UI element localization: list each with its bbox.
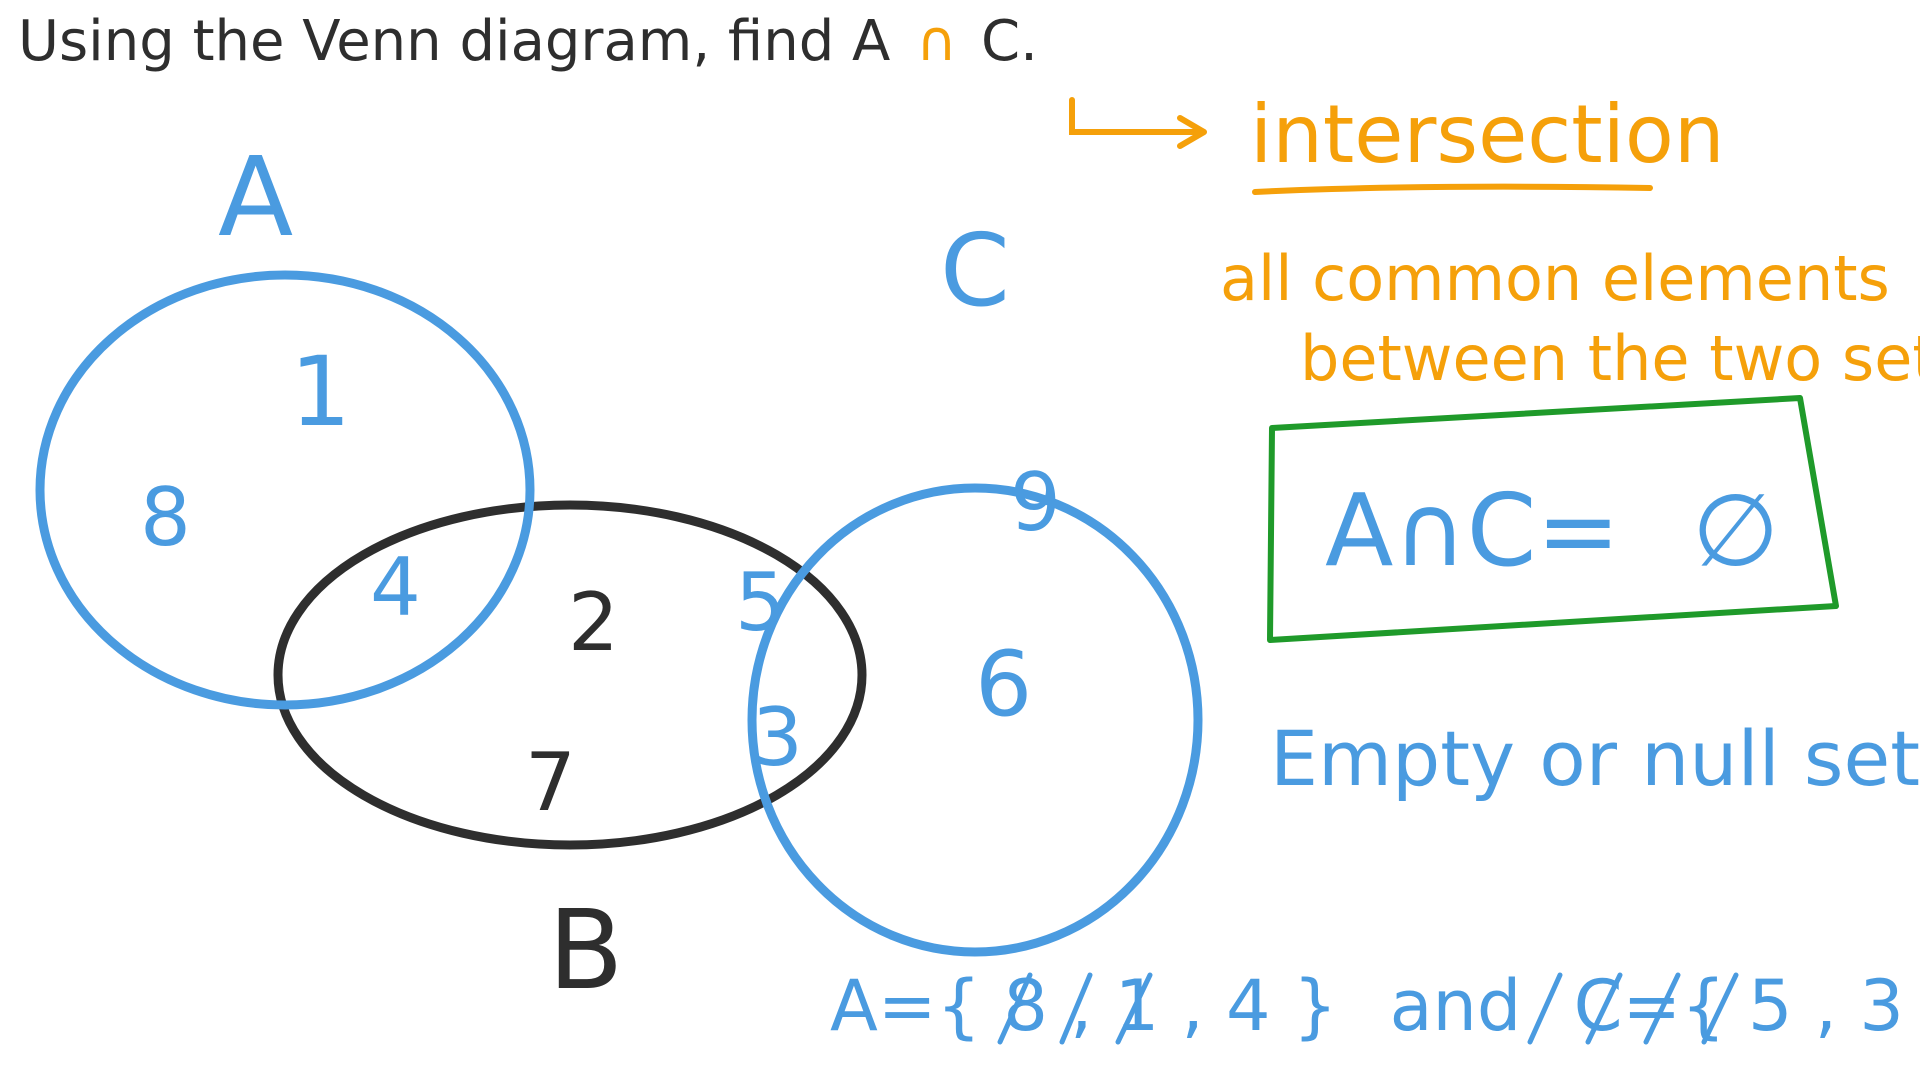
arrow-head <box>1177 115 1207 149</box>
set-b-ellipse <box>273 500 867 850</box>
strike-a-8 <box>997 972 1033 1045</box>
set-a-suffix: } <box>1293 965 1338 1047</box>
element-7: 7 <box>525 736 576 829</box>
answer-left: A∩C= <box>1325 472 1620 589</box>
answer-box <box>1267 395 1839 643</box>
label-set-b: B <box>548 886 623 1014</box>
element-4: 4 <box>370 541 421 634</box>
question-title: Using the Venn diagram, find A ∩ C. <box>18 9 1038 74</box>
label-set-a: A <box>218 133 293 261</box>
comma: , <box>1182 965 1204 1047</box>
intersection-symbol: ∩ <box>916 9 957 74</box>
set-c-element-5: 5 <box>1748 965 1793 1047</box>
intersection-term: intersection <box>1250 88 1725 181</box>
set-a-prefix: A={ <box>830 965 981 1047</box>
intersection-underline <box>1252 183 1653 195</box>
element-2: 2 <box>568 576 619 669</box>
definition-line-2: between the two sets. <box>1300 322 1920 395</box>
set-a-element-8: 8 <box>1003 965 1048 1047</box>
conjunction: and <box>1390 965 1522 1047</box>
set-c-element-3: 3 <box>1859 965 1904 1047</box>
set-a-circle <box>35 270 535 710</box>
element-5: 5 <box>735 556 786 649</box>
question-suffix: C. <box>981 9 1038 74</box>
element-8: 8 <box>140 471 191 564</box>
empty-set-symbol: ∅ <box>1692 472 1779 589</box>
element-1: 1 <box>290 336 351 448</box>
strike-c-5 <box>1527 972 1563 1045</box>
definition-line-1: all common elements <box>1220 242 1890 315</box>
element-6: 6 <box>975 632 1032 737</box>
strike-c-9 <box>1643 972 1681 1045</box>
strike-a-4 <box>1115 972 1153 1045</box>
arrow-to-intersection <box>1069 97 1203 135</box>
comma: , <box>1815 965 1837 1047</box>
element-3: 3 <box>752 691 803 784</box>
answer-expression: A∩C= ∅ <box>1325 472 1779 589</box>
question-prefix: Using the Venn diagram, find A <box>18 9 890 74</box>
set-a-listing: A={ 8 , 1 , 4 } and C={ 5 , 3 , 9 , 6 } <box>830 965 1920 1047</box>
set-a-element-4: 4 <box>1226 965 1271 1047</box>
strike-c-6 <box>1701 972 1739 1045</box>
set-c-circle <box>747 483 1203 957</box>
label-set-c: C <box>940 212 1010 329</box>
answer-note: Empty or null set <box>1270 714 1920 803</box>
element-9: 9 <box>1010 456 1061 549</box>
strike-a-1 <box>1059 972 1093 1045</box>
strike-c-3 <box>1585 972 1623 1045</box>
cross-out-marks <box>997 972 1739 1045</box>
